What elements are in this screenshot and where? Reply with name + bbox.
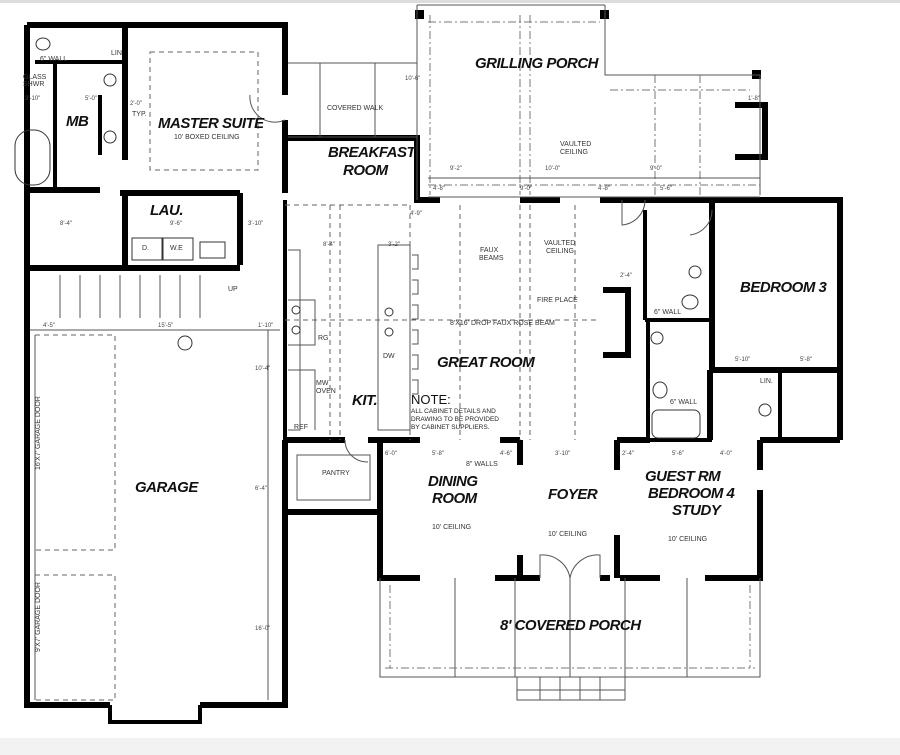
dimension-label: 5'-6" xyxy=(672,451,684,457)
label-typ: TYP. xyxy=(132,111,147,118)
label-breakfast-room: ROOM xyxy=(343,162,389,179)
label-foyer-ceiling: 10' CEILING xyxy=(548,531,587,538)
label-6-wall-bath2: 6" WALL xyxy=(670,399,697,406)
cabinet-note: NOTE: ALL CABINET DETAILS AND DRAWING TO… xyxy=(411,392,499,431)
dimension-label: 6'-0" xyxy=(385,451,397,457)
label-dining: DINING xyxy=(428,473,478,490)
label-ref: REF xyxy=(294,424,308,431)
dimension-label: 10'-6" xyxy=(405,76,420,82)
dimension-label: 5'-6" xyxy=(660,186,672,192)
label-8-walls: 8" WALLS xyxy=(466,461,498,468)
dimension-label: 2'-4" xyxy=(622,451,634,457)
label-kitchen: KIT. xyxy=(352,392,377,409)
dimension-label: 5'-10" xyxy=(735,357,750,363)
dimension-label: 4'-8" xyxy=(433,186,445,192)
label-dryer: D. xyxy=(142,245,149,252)
dimension-label: 2'-0" xyxy=(130,101,142,107)
label-study: STUDY xyxy=(672,502,723,519)
dimension-label: 10'-4" xyxy=(255,366,270,372)
dimension-label: 3'-2" xyxy=(388,242,400,248)
label-dining-room: ROOM xyxy=(432,490,478,507)
label-covered-porch: 8' COVERED PORCH xyxy=(500,617,642,634)
dimension-label: 1'-10" xyxy=(258,323,273,329)
label-breakfast: BREAKFAST xyxy=(328,144,418,161)
label-porch-vaulted: VAULTED xyxy=(560,141,591,148)
room-labels: MASTER SUITE 10' BOXED CEILING MB GLASS … xyxy=(23,50,828,652)
label-porch-ceiling: CEILING xyxy=(560,149,588,156)
label-up: UP xyxy=(228,286,238,293)
label-bedroom-4: BEDROOM 4 xyxy=(648,485,736,502)
label-dishwasher: DW xyxy=(383,353,395,360)
label-lin-master: LIN xyxy=(111,50,122,57)
label-pantry: PANTRY xyxy=(322,470,350,477)
note-line-2: DRAWING TO BE PROVIDED xyxy=(411,416,499,423)
label-range: RG xyxy=(318,335,329,342)
dimension-label: 5'-8" xyxy=(800,357,812,363)
label-lin-bed: LIN. xyxy=(760,378,773,385)
label-mb: MB xyxy=(66,113,89,130)
label-faux: FAUX xyxy=(480,247,499,254)
dimension-label: 4'-9" xyxy=(410,211,422,217)
label-covered-walk: COVERED WALK xyxy=(327,105,383,112)
dimension-label: 4'-6" xyxy=(500,451,512,457)
dimension-label: 6'-4" xyxy=(255,486,267,492)
dimension-label: 1'-8" xyxy=(748,96,760,102)
label-guest-rm: GUEST RM xyxy=(645,468,721,485)
label-6-wall-bath1: 6" WALL xyxy=(654,309,681,316)
label-shwr: SHWR xyxy=(23,81,44,88)
dimension-label: 3'-10" xyxy=(248,221,263,227)
dimension-label: 10'-0" xyxy=(545,166,560,172)
label-guest-ceiling: 10' CEILING xyxy=(668,536,707,543)
label-glass: GLASS xyxy=(23,74,47,81)
dimension-label: 4'-8" xyxy=(598,186,610,192)
walls xyxy=(24,10,843,724)
dimension-label: 2'-4" xyxy=(620,273,632,279)
bottom-border xyxy=(0,738,900,755)
dimension-label: 5'-8" xyxy=(432,451,444,457)
label-fire-place: FIRE PLACE xyxy=(537,297,578,304)
label-garage-door-16: 16'X7' GARAGE DOOR xyxy=(35,396,42,470)
dimension-label: 9'-2" xyxy=(450,166,462,172)
label-washer: W.E xyxy=(170,245,183,252)
label-laundry: LAU. xyxy=(150,202,183,219)
label-great-ceiling: CEILING xyxy=(546,248,574,255)
label-dining-ceiling: 10' CEILING xyxy=(432,524,471,531)
dimension-label: 5'-0" xyxy=(85,96,97,102)
dimension-labels: 3'-10" 5'-0" 2'-0" 8'-4" 9'-6" 3'-10" 4'-5" 15'… xyxy=(25,76,812,632)
dimension-label: 8'-4" xyxy=(60,221,72,227)
label-master-suite: MASTER SUITE xyxy=(158,115,265,132)
dimension-label: 9'-6" xyxy=(170,221,182,227)
note-line-1: ALL CABINET DETAILS AND xyxy=(411,408,496,415)
label-6-wall-master: 6" WALL xyxy=(40,56,67,63)
dimension-label: 15'-5" xyxy=(158,323,173,329)
dimension-label: 4'-0" xyxy=(720,451,732,457)
dimension-label: 16'-0" xyxy=(255,626,270,632)
label-garage-door-9: 9'X7' GARAGE DOOR xyxy=(35,582,42,652)
label-grilling-porch: GRILLING PORCH xyxy=(475,55,600,72)
label-oven: OVEN xyxy=(316,388,336,395)
dimension-label: 8'-4" xyxy=(323,242,335,248)
label-great-room: GREAT ROOM xyxy=(437,354,535,371)
note-heading: NOTE: xyxy=(411,392,451,407)
note-line-3: BY CABINET SUPPLIERS. xyxy=(411,424,490,431)
label-mw: MW xyxy=(316,380,329,387)
dimension-label: 9'-0" xyxy=(520,186,532,192)
label-foyer: FOYER xyxy=(548,486,598,503)
top-border xyxy=(0,0,900,3)
label-beams: BEAMS xyxy=(479,255,504,262)
label-ridge-beam: 8'X16' DROP FAUX ROSE BEAM xyxy=(450,320,555,327)
label-master-ceiling: 10' BOXED CEILING xyxy=(174,134,240,141)
dimension-label: 9'-0" xyxy=(650,166,662,172)
label-great-vaulted: VAULTED xyxy=(544,240,575,247)
dimension-label: 3'-10" xyxy=(25,96,40,102)
thin-lines xyxy=(14,4,772,701)
dimension-label: 4'-5" xyxy=(43,323,55,329)
label-bedroom-3: BEDROOM 3 xyxy=(740,279,828,296)
dimension-label: 3'-10" xyxy=(555,451,570,457)
label-garage: GARAGE xyxy=(135,479,199,496)
